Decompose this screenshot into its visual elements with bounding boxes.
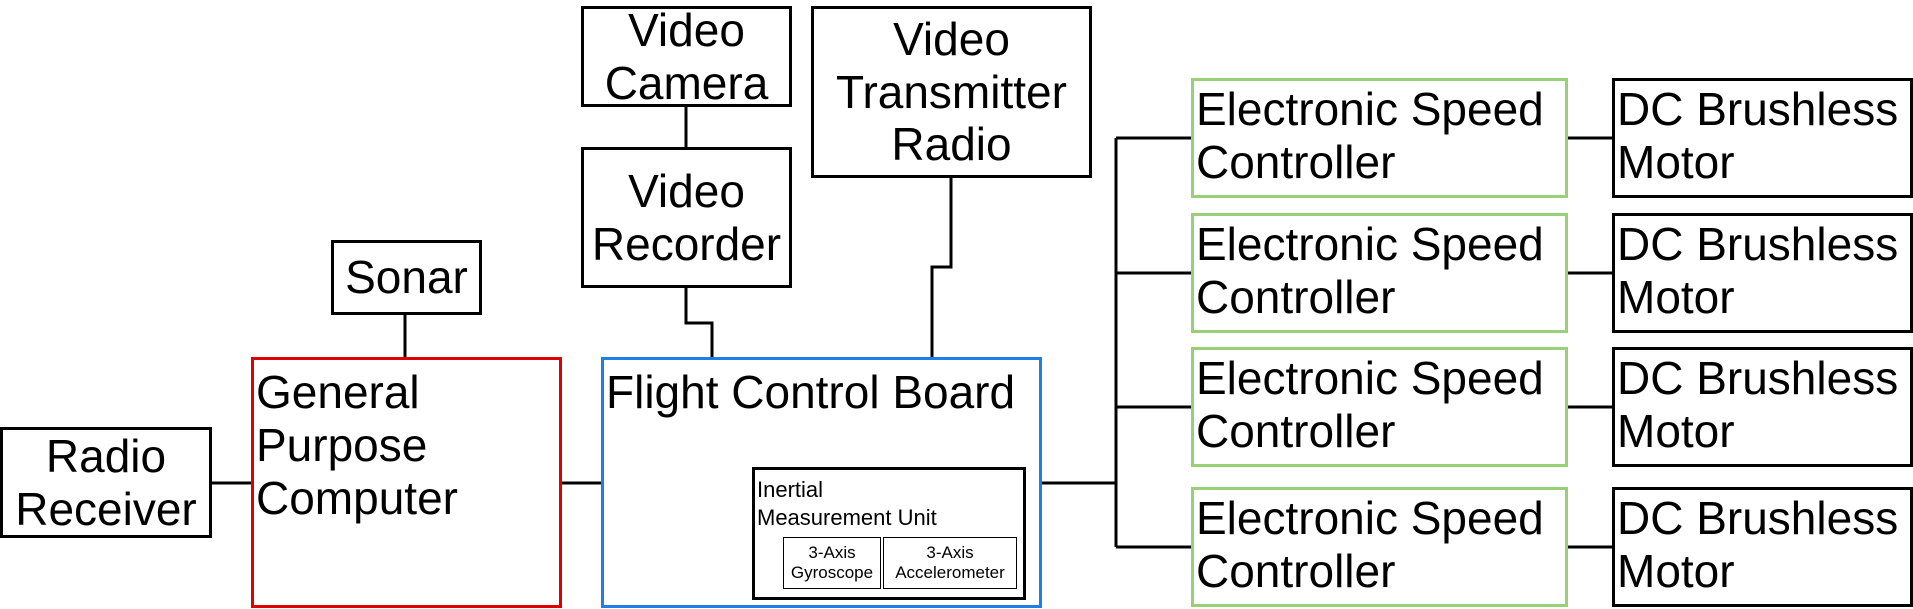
video-transmitter-box: Video Transmitter Radio — [811, 6, 1092, 178]
esc-box-4: Electronic Speed Controller — [1191, 487, 1568, 607]
imu-label: Inertial Measurement Unit — [757, 477, 937, 530]
wire-transmitter-fcb — [930, 178, 953, 357]
video-camera-box: Video Camera — [581, 4, 792, 109]
video-recorder-box: Video Recorder — [581, 147, 792, 288]
esc-box-3: Electronic Speed Controller — [1191, 347, 1568, 467]
accelerometer-box: 3-Axis Accelerometer — [883, 537, 1017, 589]
motor-box-4: DC Brushless Motor — [1612, 487, 1913, 607]
wire-recorder-fcb — [684, 288, 714, 357]
radio-receiver-box: Radio Receiver — [0, 427, 212, 538]
imu-box: Inertial Measurement Unit 3-Axis Gyrosco… — [752, 467, 1026, 600]
esc-box-2: Electronic Speed Controller — [1191, 213, 1568, 333]
general-purpose-computer-label: General Purpose Computer — [256, 366, 458, 524]
motor-box-1: DC Brushless Motor — [1612, 78, 1913, 198]
flight-control-board-box: Flight Control Board Inertial Measuremen… — [601, 357, 1042, 608]
gyroscope-box: 3-Axis Gyroscope — [783, 537, 881, 589]
motor-box-3: DC Brushless Motor — [1612, 347, 1913, 467]
sonar-box: Sonar — [331, 240, 482, 315]
esc-box-1: Electronic Speed Controller — [1191, 78, 1568, 198]
motor-box-2: DC Brushless Motor — [1612, 213, 1913, 333]
flight-control-board-label: Flight Control Board — [606, 366, 1016, 418]
general-purpose-computer-box: General Purpose Computer — [251, 357, 562, 608]
